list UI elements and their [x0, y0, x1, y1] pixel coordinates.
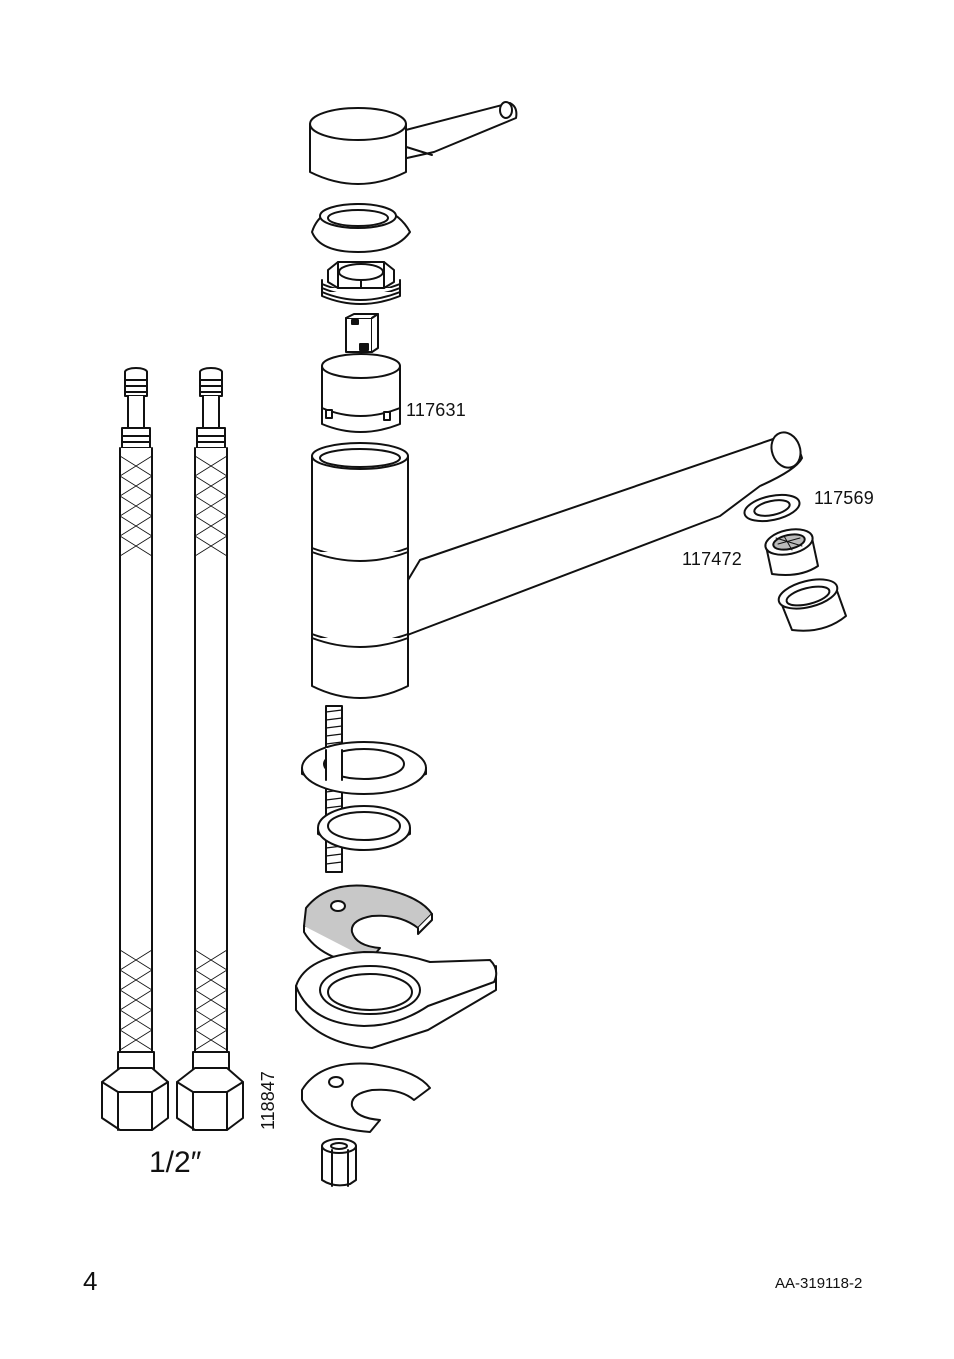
- hose-thread-size: 1/2″: [149, 1146, 201, 1180]
- part-number-cartridge: 117631: [406, 400, 466, 421]
- page-number: 4: [83, 1266, 97, 1297]
- cartridge: [322, 314, 400, 432]
- hex-coupling-nut: [322, 1139, 356, 1186]
- part-number-aerator-washer: 117569: [814, 488, 874, 509]
- part-number-hoses: 118847: [258, 1071, 279, 1130]
- part-number-aerator-insert: 117472: [682, 549, 742, 570]
- aerator-housing: [776, 574, 846, 631]
- flat-washer: [302, 742, 426, 794]
- flexible-hose-right: [177, 368, 243, 1130]
- threaded-retaining-nut: [322, 262, 400, 304]
- rubber-gasket: [318, 806, 410, 850]
- lever-handle: [310, 102, 516, 184]
- flexible-hose-left: [102, 368, 168, 1130]
- mounting-base-plate: [296, 952, 496, 1048]
- aerator-washer: [742, 490, 802, 525]
- dome-cover-cap: [312, 204, 410, 252]
- document-code: AA-319118-2: [775, 1275, 862, 1292]
- aerator-insert: [763, 525, 818, 575]
- lower-horseshoe-plate: [302, 1064, 430, 1132]
